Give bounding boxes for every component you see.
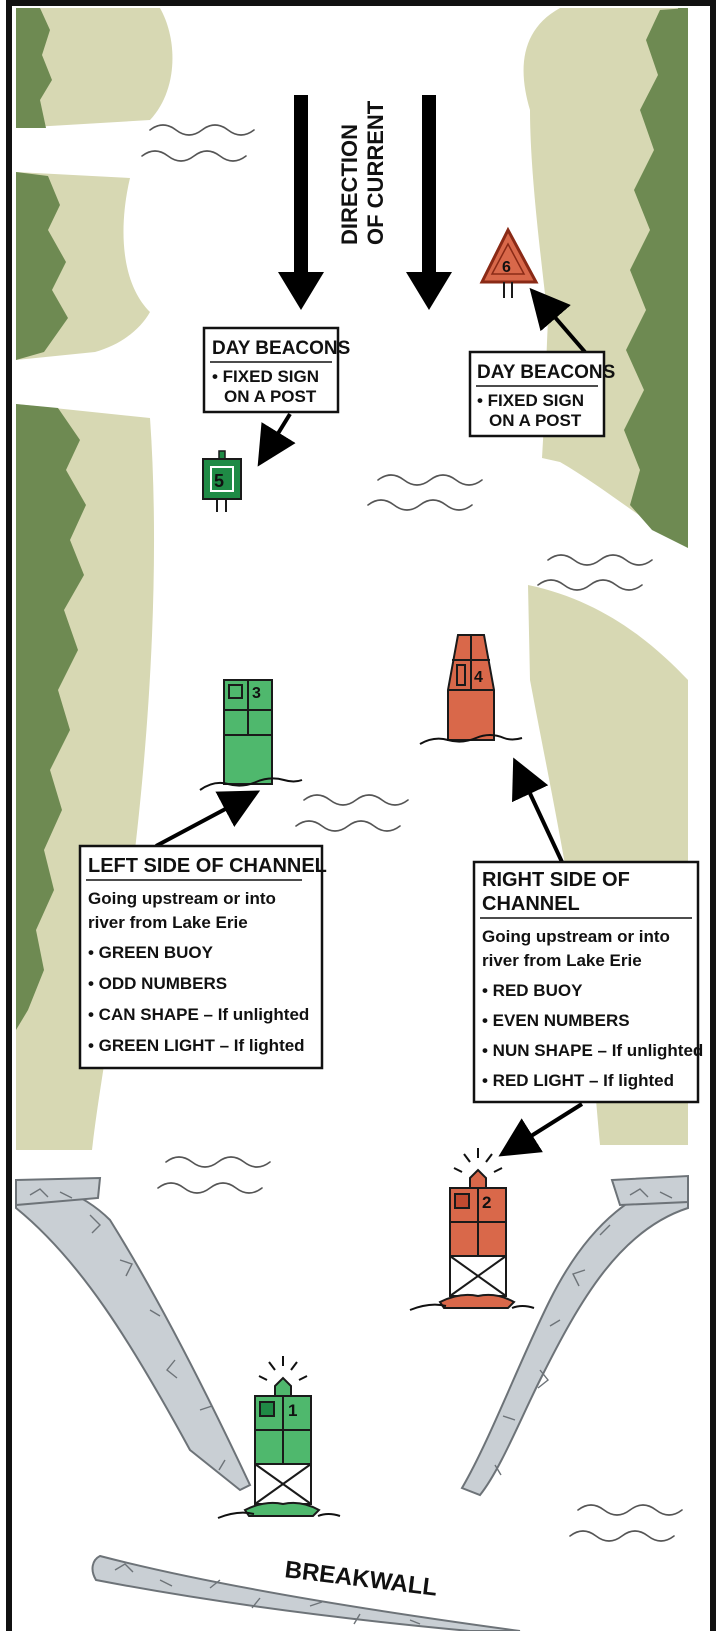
right-box-intro: Going upstream or into (482, 927, 670, 946)
buoy-3-number: 3 (252, 685, 261, 702)
left-box-item: • GREEN LIGHT – If lighted (88, 1036, 305, 1055)
day-beacons-right-callout: DAY BEACONS • FIXED SIGN ON A POST (470, 352, 615, 436)
beacon-5-number: 5 (214, 471, 224, 491)
right-box-item: • RED BUOY (482, 981, 583, 1000)
green-lighted-buoy-1: 1 (218, 1356, 340, 1518)
left-box-title: LEFT SIDE OF CHANNEL (88, 855, 327, 877)
buoy-4-number: 4 (474, 669, 483, 686)
right-box-title: RIGHT SIDE OF (482, 869, 630, 891)
left-box-item: • ODD NUMBERS (88, 974, 227, 993)
callout-title: DAY BEACONS (477, 362, 615, 383)
red-triangle-daybeacon-icon: 6 (482, 230, 536, 298)
right-box-item: • RED LIGHT – If lighted (482, 1071, 674, 1090)
arrow-to-beacon-5 (266, 414, 290, 453)
right-box-intro: river from Lake Erie (482, 951, 642, 970)
buoy-2-number: 2 (482, 1193, 491, 1212)
callout-line: • FIXED SIGN (477, 391, 584, 410)
arrow-to-buoy-2 (512, 1104, 582, 1148)
light-rays-icon (454, 1148, 502, 1172)
callout-line: ON A POST (224, 387, 317, 406)
callout-title: DAY BEACONS (212, 338, 350, 359)
direction-of-current-label: DIRECTION OF CURRENT (337, 100, 388, 245)
callout-line: • FIXED SIGN (212, 367, 319, 386)
red-nun-buoy-4: 4 (420, 635, 522, 744)
light-rays-icon (259, 1356, 307, 1380)
right-side-of-channel-box: RIGHT SIDE OF CHANNEL Going upstream or … (474, 862, 703, 1102)
day-beacons-left-callout: DAY BEACONS • FIXED SIGN ON A POST (204, 328, 350, 412)
arrow-to-buoy-3 (156, 798, 246, 846)
right-box-item: • EVEN NUMBERS (482, 1011, 630, 1030)
red-lighted-buoy-2: 2 (410, 1148, 534, 1310)
left-jetty (16, 1178, 250, 1490)
right-box-title: CHANNEL (482, 893, 580, 915)
right-box-item: • NUN SHAPE – If unlighted (482, 1041, 703, 1060)
left-box-item: • CAN SHAPE – If unlighted (88, 1005, 309, 1024)
left-box-intro: Going upstream or into (88, 889, 276, 908)
current-label-line1: DIRECTION (337, 124, 362, 245)
breakwall-label: BREAKWALL (283, 1556, 438, 1601)
left-box-item: • GREEN BUOY (88, 943, 214, 962)
current-label-line2: OF CURRENT (363, 100, 388, 245)
beacon-6-number: 6 (502, 259, 511, 276)
green-can-buoy-3: 3 (200, 680, 302, 790)
callout-line: ON A POST (489, 411, 582, 430)
left-side-of-channel-box: LEFT SIDE OF CHANNEL Going upstream or i… (80, 846, 327, 1068)
green-square-daybeacon-icon: 5 (203, 451, 241, 512)
buoy-1-number: 1 (288, 1401, 297, 1420)
left-box-intro: river from Lake Erie (88, 913, 248, 932)
